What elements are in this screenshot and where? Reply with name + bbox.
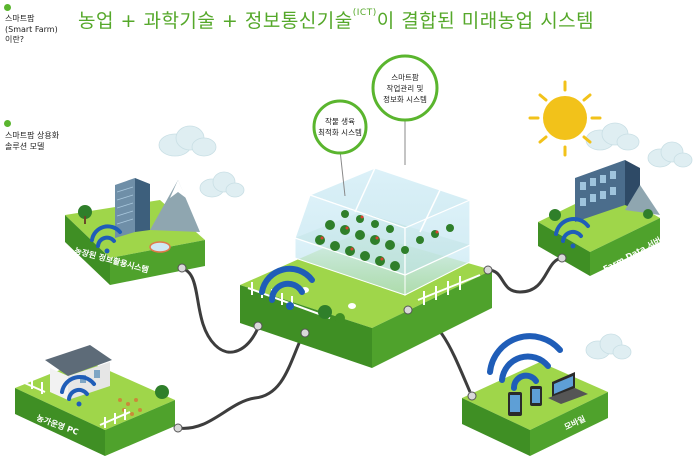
intro-line-2: (Smart Farm) [5, 24, 58, 34]
model-label: 스마트팜 상용화 솔루션 모델 [5, 131, 59, 152]
bubble-work-line-2: 작업관리 및 [387, 83, 424, 93]
cable-port [253, 321, 263, 331]
cable-port [177, 263, 187, 273]
cable-port [403, 305, 413, 315]
bubble-crop-line-1: 작물 생육 [325, 116, 355, 126]
bubble-crop-optimization: 작물 생육 최적화 시스템 [312, 99, 368, 155]
bubble-crop-line-2: 최적화 시스템 [318, 127, 362, 137]
model-bullet [4, 120, 11, 127]
cloud-icon [585, 333, 632, 360]
wifi-icon [259, 265, 315, 310]
wifi-icon [90, 224, 122, 254]
cloud-icon [647, 141, 693, 168]
cable-port [483, 265, 493, 275]
cloud-icon [158, 125, 217, 157]
cable-port [467, 391, 477, 401]
page-title: 농업 + 과학기술 + 정보통신기술(ICT)이 결합된 미래농업 시스템 [78, 6, 594, 33]
model-line-2: 솔루션 모델 [5, 141, 45, 151]
sun-icon [528, 80, 602, 157]
intro-label: 스마트팜 (Smart Farm) 이란? [5, 14, 58, 46]
cloud-icon [585, 122, 640, 151]
wifi-icon [487, 333, 563, 391]
title-sup: (ICT) [352, 8, 377, 18]
wifi-icon [60, 375, 96, 407]
platform-greenhouse [240, 167, 492, 368]
cable-port [557, 253, 567, 263]
intro-bullet [4, 4, 11, 11]
wifi-icon [554, 217, 590, 249]
callout-pointer [339, 149, 346, 197]
intro-line-1: 스마트팜 [5, 14, 35, 23]
bubble-work-management: 스마트팜 작업관리 및 정보화 시스템 [371, 54, 439, 122]
bubble-work-line-1: 스마트팜 [391, 72, 419, 82]
cloud-icon [199, 171, 245, 198]
title-main: 농업 + 과학기술 + 정보통신기술 [78, 10, 353, 32]
cable-port [300, 328, 310, 338]
model-line-1: 스마트팜 상용화 [5, 131, 60, 140]
platform-mobile [462, 362, 608, 456]
cable-port [173, 423, 183, 433]
platform-farm-pc [15, 345, 175, 456]
title-tail: 이 결합된 미래농업 시스템 [376, 10, 595, 32]
bubble-work-line-3: 정보화 시스템 [383, 94, 427, 104]
intro-line-3: 이란? [5, 35, 24, 44]
platform-farm-data [538, 160, 660, 276]
